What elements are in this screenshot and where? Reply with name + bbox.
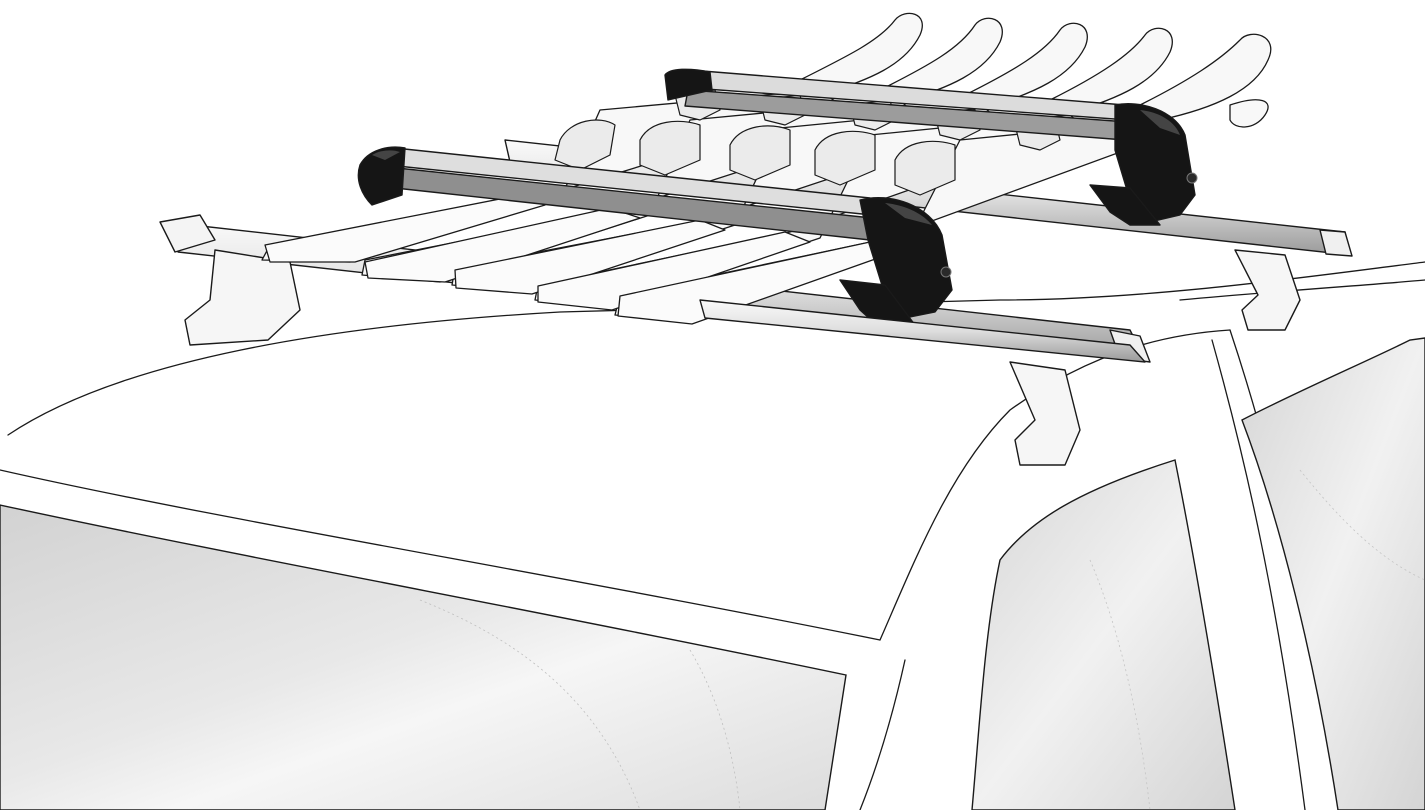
carrier-back-clamp-right-highlight <box>1140 110 1180 135</box>
hood-line <box>859 659 906 810</box>
binding-rear-1 <box>554 119 616 171</box>
ski-tips <box>799 12 1272 128</box>
rear-crossbar-endcap-left <box>159 214 216 253</box>
ski-tip-2 <box>879 17 1003 103</box>
binding-rear-5 <box>894 140 956 196</box>
ski-tail-2 <box>364 207 641 283</box>
front-side-window <box>971 459 1236 810</box>
roof-rear-edge <box>1179 279 1425 301</box>
front-foot-right <box>1234 249 1301 331</box>
carrier-back-lower-jaw <box>1089 184 1161 226</box>
binding-rear-2 <box>639 120 701 176</box>
binding-rear-4 <box>814 130 876 186</box>
rear-foot-right <box>1009 361 1081 466</box>
ski-tip-3 <box>964 22 1088 109</box>
front-crossbar-endcap-right <box>1319 229 1353 257</box>
windshield-frame-top <box>0 469 881 641</box>
binding-rear-3 <box>729 125 791 181</box>
windshield-reflections <box>419 599 741 810</box>
side-window-reflections <box>1089 469 1425 810</box>
windshield-glass <box>0 504 847 810</box>
carrier-front-lock-icon <box>940 266 952 278</box>
rear-side-window <box>1241 337 1425 810</box>
ski-carrier-front <box>357 146 953 329</box>
ski-tip-5 <box>1139 33 1272 121</box>
carrier-front-clamp-left-highlight <box>372 150 400 160</box>
rear-crossbar-front-segment <box>699 299 1146 363</box>
ski-carrier-back <box>664 68 1198 226</box>
ski-tail-3 <box>454 219 726 295</box>
carrier-front-clamp-right-highlight <box>885 203 932 225</box>
ski-tip-5-curl <box>1229 99 1269 128</box>
ski-tail-1 <box>264 194 546 263</box>
carrier-front-clamp-left <box>357 146 406 206</box>
ski-tip-4 <box>1049 27 1173 114</box>
rear-foot-left <box>184 249 301 346</box>
carrier-back-clamp-left <box>664 68 713 101</box>
ski-tip-1 <box>799 12 923 96</box>
ski-tails <box>264 194 896 325</box>
ski-tail-5 <box>617 241 896 325</box>
a-pillar-line <box>879 329 1231 641</box>
door-frame-inner <box>1211 339 1306 810</box>
carrier-back-lock-icon <box>1186 172 1198 184</box>
